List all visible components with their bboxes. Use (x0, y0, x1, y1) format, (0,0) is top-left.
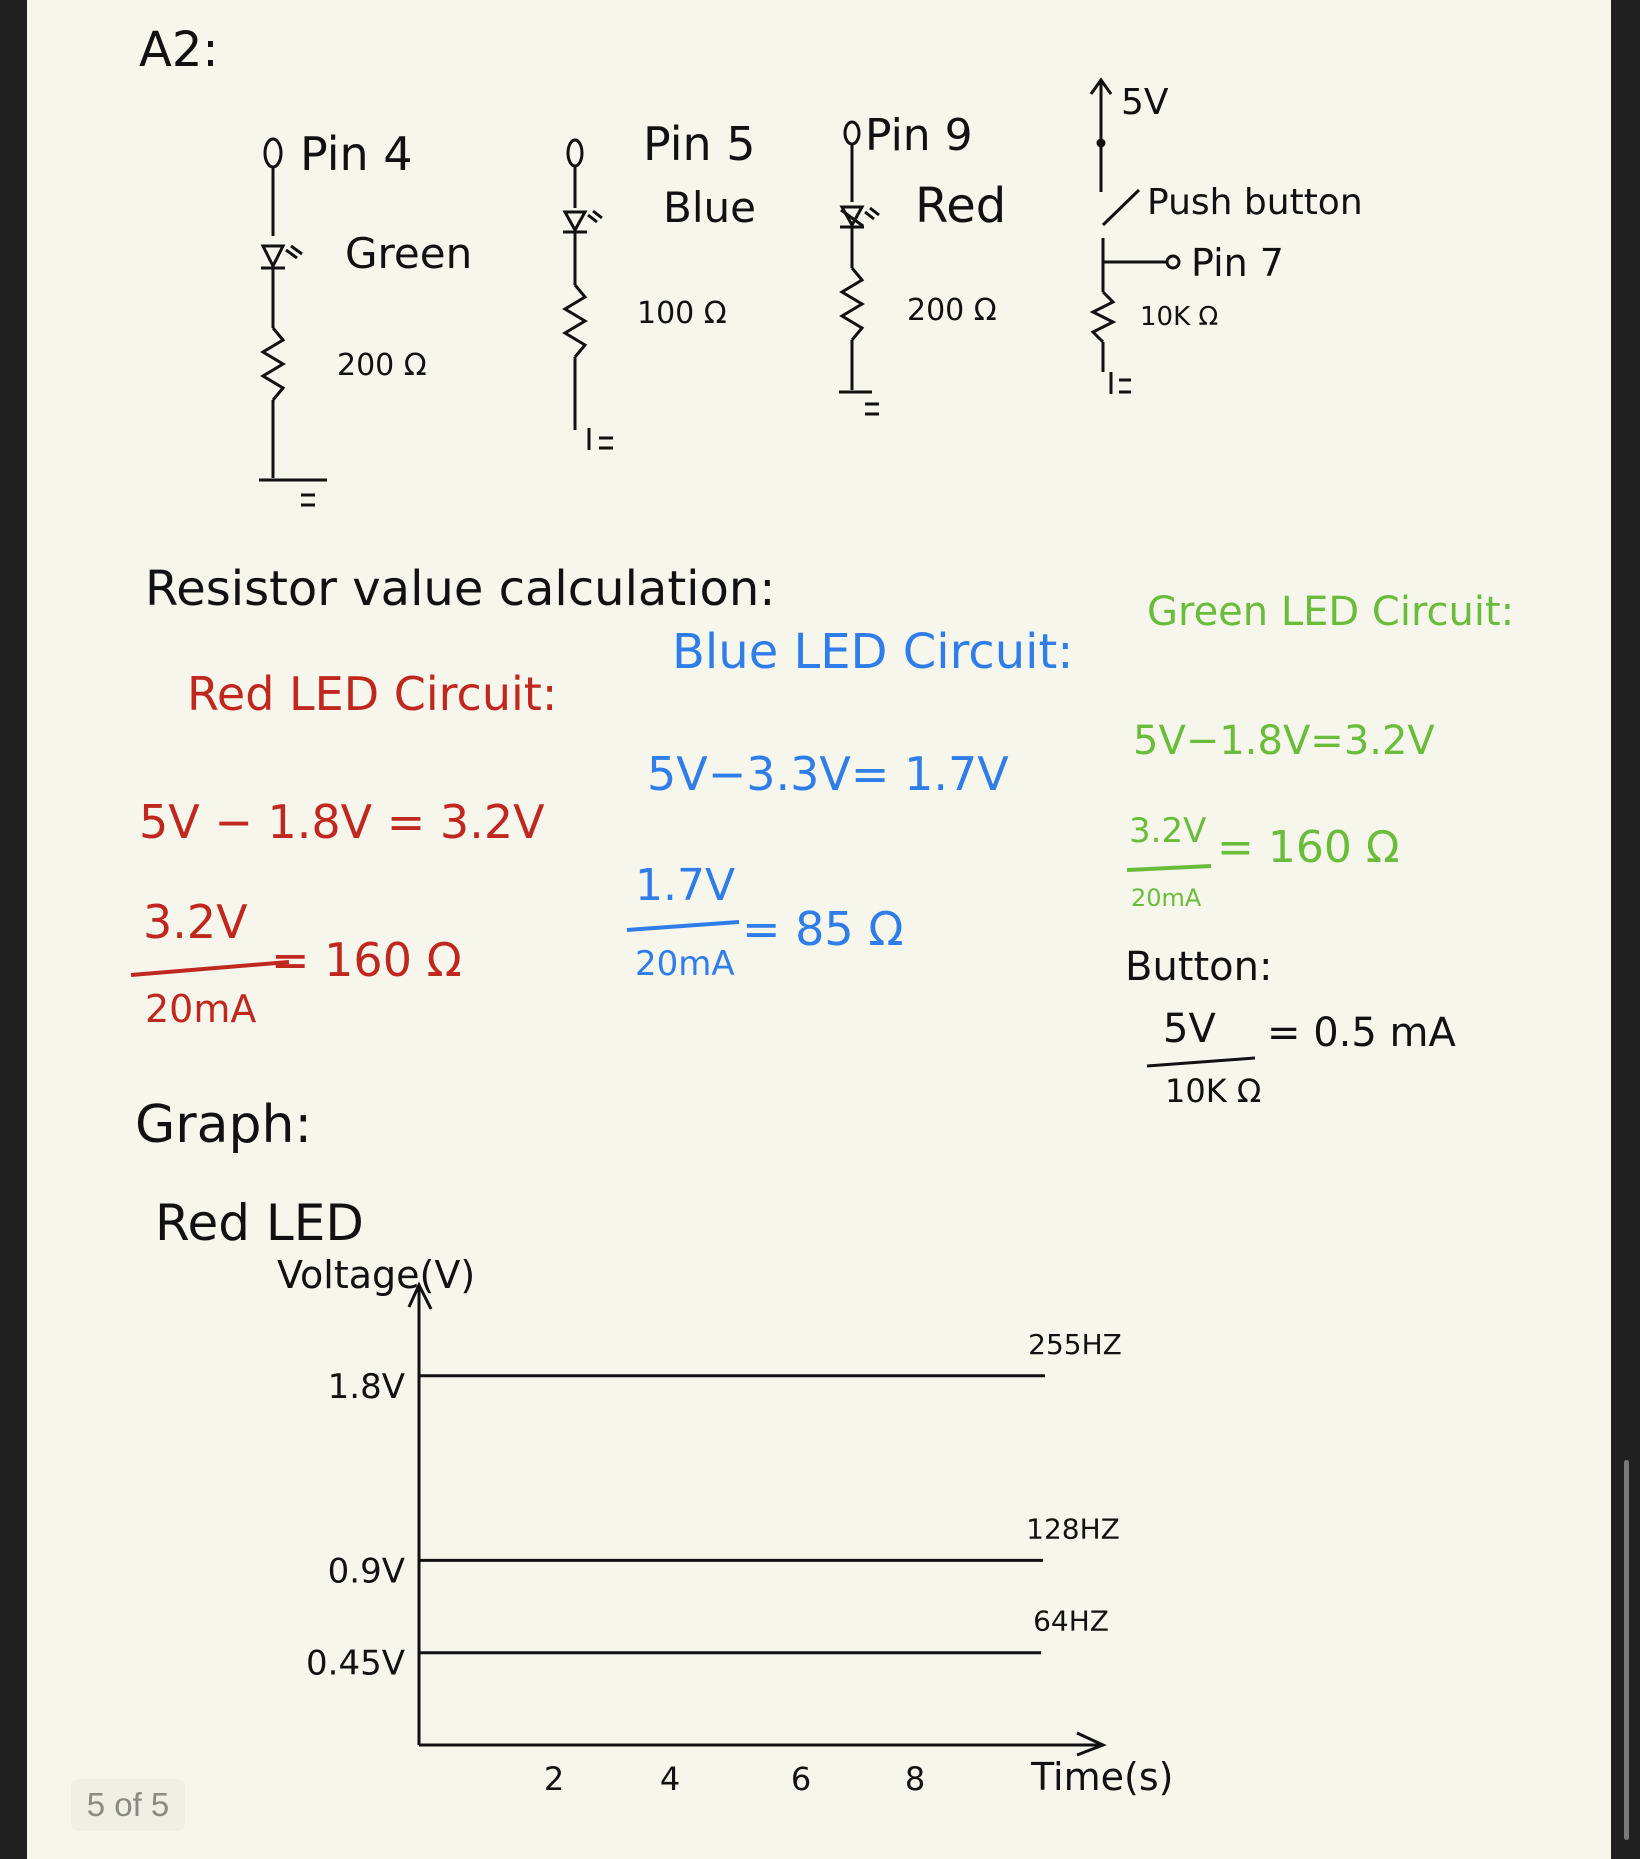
y-value-label: 0.9V (328, 1551, 405, 1591)
x-tick-label: 4 (660, 1760, 680, 1798)
green-fraction-bar (1126, 864, 1212, 872)
green-calc-result: = 160 Ω (1217, 822, 1399, 873)
series-freq-label: 64HZ (1033, 1605, 1109, 1638)
pin9-label: Pin 9 (865, 110, 973, 161)
pin5-resistor-label: 100 Ω (637, 296, 727, 331)
x-tick-label: 2 (544, 1760, 564, 1798)
red-calc-title: Red LED Circuit: (187, 667, 557, 721)
notebook-page: A2: Pin 4 Green 200 Ω Pin 5 Blue 100 Ω (27, 0, 1611, 1859)
button-pin-label: Pin 7 (1191, 241, 1284, 285)
schematic-pin9-red (839, 120, 880, 416)
pin4-label: Pin 4 (300, 127, 413, 181)
graph-xlabel: Time(s) (1030, 1755, 1173, 1799)
button-calc-result: = 0.5 mA (1267, 1010, 1457, 1056)
button-fraction-bar (1146, 1056, 1256, 1068)
button-supply-label: 5V (1121, 82, 1169, 123)
schematic-pin4-green (259, 137, 327, 507)
blue-calc-title: Blue LED Circuit: (672, 624, 1073, 680)
button-calc-numerator: 5V (1163, 1006, 1216, 1052)
x-axis-arrow (1076, 1731, 1107, 1757)
red-calc-denominator: 20mA (145, 987, 256, 1031)
red-led-chart: 2 4 6 8 1.8V 255HZ 0.9V 128HZ 0.45V 64HZ (306, 1281, 1122, 1798)
vertical-scrollbar[interactable] (1624, 1460, 1629, 1840)
green-calc-line1: 5V−1.8V=3.2V (1133, 718, 1435, 764)
pin5-label: Pin 5 (643, 117, 756, 171)
button-calc-denominator: 10K Ω (1165, 1072, 1261, 1110)
y-value-label: 1.8V (328, 1367, 405, 1407)
pin4-resistor-label: 200 Ω (337, 348, 427, 383)
blue-calc-numerator: 1.7V (635, 860, 735, 911)
graph-heading: Graph: (135, 1095, 312, 1155)
graph-ylabel: Voltage(V) (277, 1253, 475, 1297)
blue-calc-denominator: 20mA (635, 944, 735, 984)
schematic-pin5-blue (562, 138, 613, 450)
blue-calc-line1: 5V−3.3V= 1.7V (647, 747, 1009, 801)
y-value-label: 0.45V (306, 1644, 405, 1684)
x-tick-label: 8 (905, 1760, 925, 1798)
page-indicator: 5 of 5 (71, 1779, 185, 1831)
pin5-led-label: Blue (663, 183, 756, 232)
pin9-led-label: Red (915, 178, 1006, 234)
green-calc-denominator: 20mA (1131, 884, 1202, 912)
blue-calc-result: = 85 Ω (742, 902, 903, 956)
green-calc-numerator: 3.2V (1129, 811, 1206, 851)
red-calc-line1: 5V − 1.8V = 3.2V (139, 795, 545, 849)
button-calc-title: Button: (1125, 944, 1272, 990)
y-axis-arrow (407, 1281, 433, 1310)
calc-heading: Resistor value calculation: (145, 561, 775, 617)
green-calc-title: Green LED Circuit: (1147, 589, 1514, 635)
handwritten-sheet: A2: Pin 4 Green 200 Ω Pin 5 Blue 100 Ω (130, 22, 1514, 1799)
schematic-push-button (1089, 77, 1181, 394)
blue-fraction-bar (626, 920, 740, 932)
graph-subheading: Red LED (155, 1194, 364, 1252)
series-freq-label: 255HZ (1028, 1328, 1122, 1361)
red-calc-result: = 160 Ω (271, 933, 462, 987)
red-calc-numerator: 3.2V (143, 895, 248, 949)
page-title: A2: (139, 22, 219, 78)
series-freq-label: 128HZ (1026, 1512, 1120, 1545)
red-fraction-bar (130, 960, 290, 977)
pin9-resistor-label: 200 Ω (907, 293, 997, 328)
button-switch-label: Push button (1147, 182, 1363, 223)
pin4-led-label: Green (345, 229, 472, 278)
x-tick-label: 6 (791, 1760, 811, 1798)
button-resistor-label: 10K Ω (1140, 302, 1218, 332)
